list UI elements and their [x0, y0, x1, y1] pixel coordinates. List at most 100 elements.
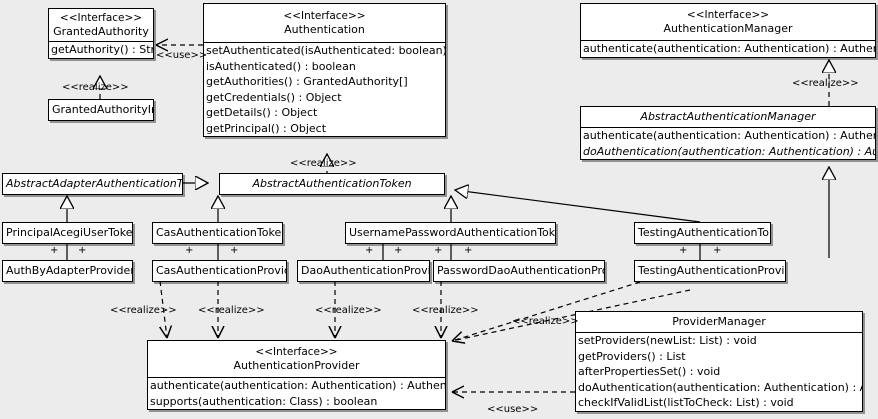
multiplicity-plus: + — [78, 245, 87, 256]
class-header: TestingAuthenticationToken — [635, 223, 770, 243]
class-name-label: Authentication — [284, 23, 365, 36]
edge-label-realize-granted-authority-impl: <<realize>> — [62, 82, 129, 93]
edge-label-realize-provider-manager: <<realize>> — [512, 316, 579, 327]
operation-row: authenticate(authentication: Authenticat… — [583, 42, 875, 55]
class-header: CasAuthenticationProvider — [153, 261, 286, 281]
class-granted-authority[interactable]: <<Interface>> GrantedAuthority getAuthor… — [48, 8, 154, 59]
compartment-divider — [576, 332, 862, 333]
class-provider-manager[interactable]: ProviderManager setProviders(newList: Li… — [575, 311, 863, 412]
multiplicity-plus: + — [365, 245, 374, 256]
class-abstract-adapter-authentication-token[interactable]: AbstractAdapterAuthenticationToken — [2, 173, 183, 195]
class-name-label: DaoAuthenticationProvider — [301, 264, 429, 277]
operation-row: authenticate(authentication: Authenticat… — [150, 379, 445, 392]
class-cas-authentication-token[interactable]: CasAuthenticationToken — [152, 222, 283, 244]
compartment-divider — [581, 127, 875, 128]
operation-row: authenticate(authentication: Authenticat… — [583, 129, 875, 142]
compartment-divider — [204, 42, 445, 43]
multiplicity-plus: + — [464, 245, 473, 256]
operation-row: setAuthenticated(isAuthenticated: boolea… — [206, 44, 445, 57]
operation-row: setProviders(newList: List) : void — [578, 334, 757, 347]
class-header: AbstractAuthenticationManager — [581, 107, 875, 127]
class-name-label: AbstractAuthenticationManager — [640, 110, 816, 123]
stereotype-label: <<Interface>> — [59, 12, 143, 24]
multiplicity-plus: + — [185, 245, 194, 256]
class-cas-authentication-provider[interactable]: CasAuthenticationProvider — [152, 260, 287, 282]
operations-compartment: getAuthority() : String — [49, 42, 153, 58]
class-name-label: AbstractAdapterAuthenticationToken — [6, 177, 183, 190]
operation-row: getAuthorities() : GrantedAuthority[] — [206, 75, 408, 88]
class-name-label: CasAuthenticationToken — [156, 226, 283, 239]
class-name-label: ProviderManager — [672, 315, 766, 328]
multiplicity-plus: + — [713, 245, 722, 256]
edge-label-realize-dao-provider: <<realize>> — [315, 305, 382, 316]
compartment-divider — [49, 41, 153, 42]
class-header: CasAuthenticationToken — [153, 223, 282, 243]
stereotype-label: <<Interface>> — [255, 346, 338, 358]
compartment-divider — [148, 377, 445, 378]
class-granted-authority-impl[interactable]: GrantedAuthorityImpl — [48, 99, 154, 121]
class-header: <<Interface>> AuthenticationProvider — [148, 341, 445, 377]
operations-compartment: setAuthenticated(isAuthenticated: boolea… — [204, 43, 445, 136]
operation-row: getDetails() : Object — [206, 106, 318, 119]
class-header: PasswordDaoAuthenticationProvider — [434, 261, 604, 281]
class-header: UsernamePasswordAuthenticationToken — [346, 223, 555, 243]
class-name-label: CasAuthenticationProvider — [156, 264, 286, 277]
compartment-divider — [581, 40, 875, 41]
class-principal-acegi-user-token[interactable]: PrincipalAcegiUserToken — [2, 222, 133, 244]
operation-row: getPrincipal() : Object — [206, 121, 327, 135]
stereotype-label: <<Interface>> — [283, 10, 366, 22]
edge-label-realize-cas-provider: <<realize>> — [198, 305, 265, 316]
class-name-label: PasswordDaoAuthenticationProvider — [437, 264, 604, 277]
edge-label-realize-abstract-authentication-token: <<realize>> — [290, 158, 357, 169]
edge-label-realize-auth-by-adapter: <<realize>> — [110, 305, 177, 316]
edge-label-realize-authentication-manager: <<realize>> — [792, 78, 859, 89]
class-name-label: PrincipalAcegiUserToken — [6, 226, 133, 239]
operations-compartment: authenticate(authentication: Authenticat… — [148, 378, 445, 409]
class-header: AbstractAdapterAuthenticationToken — [3, 174, 182, 194]
operations-compartment: authenticate(authentication: Authenticat… — [581, 128, 875, 159]
operation-row: supports(authentication: Class) : boolea… — [150, 394, 378, 408]
class-header: <<Interface>> AuthenticationManager — [581, 4, 875, 40]
class-abstract-authentication-manager[interactable]: AbstractAuthenticationManager authentica… — [580, 106, 876, 160]
class-abstract-authentication-token[interactable]: AbstractAuthenticationToken — [219, 173, 445, 195]
class-name-label: GrantedAuthorityImpl — [52, 103, 153, 116]
operations-compartment: setProviders(newList: List) : void getPr… — [576, 333, 862, 411]
operation-row: isAuthenticated() : boolean — [206, 59, 356, 73]
class-username-password-authentication-token[interactable]: UsernamePasswordAuthenticationToken — [345, 222, 556, 244]
class-name-label: GrantedAuthority — [53, 25, 149, 38]
class-name-label: AuthByAdapterProvider — [6, 264, 133, 277]
class-header: GrantedAuthorityImpl — [49, 100, 153, 120]
class-authentication-manager[interactable]: <<Interface>> AuthenticationManager auth… — [580, 3, 876, 58]
operation-row: afterPropertiesSet() : void — [578, 365, 721, 378]
class-header: AbstractAuthenticationToken — [220, 174, 444, 194]
class-name-label: AuthenticationProvider — [233, 359, 360, 372]
class-authentication-provider[interactable]: <<Interface>> AuthenticationProvider aut… — [147, 340, 446, 410]
operation-row: getCredentials() : Object — [206, 90, 342, 104]
operation-row: getAuthority() : String — [51, 43, 153, 56]
operation-row: doAuthentication(authentication: Authent… — [583, 144, 875, 158]
class-name-label: TestingAuthenticationToken — [638, 226, 770, 239]
class-header: <<Interface>> Authentication — [204, 4, 445, 42]
class-header: TestingAuthenticationProvider — [635, 261, 785, 281]
multiplicity-plus: + — [394, 245, 403, 256]
class-password-dao-authentication-provider[interactable]: PasswordDaoAuthenticationProvider — [433, 260, 605, 282]
class-header: PrincipalAcegiUserToken — [3, 223, 132, 243]
class-name-label: AbstractAuthenticationToken — [252, 177, 412, 190]
edge-label-realize-password-dao-provider: <<realize>> — [412, 305, 479, 316]
operation-row: getProviders() : List — [578, 349, 686, 363]
multiplicity-plus: + — [434, 245, 443, 256]
class-header: ProviderManager — [576, 312, 862, 332]
stereotype-label: <<Interface>> — [686, 9, 770, 21]
multiplicity-plus: + — [679, 245, 688, 256]
class-header: <<Interface>> GrantedAuthority — [49, 9, 153, 41]
class-testing-authentication-token[interactable]: TestingAuthenticationToken — [634, 222, 771, 244]
class-dao-authentication-provider[interactable]: DaoAuthenticationProvider — [297, 260, 430, 282]
class-auth-by-adapter-provider[interactable]: AuthByAdapterProvider — [2, 260, 133, 282]
class-authentication[interactable]: <<Interface>> Authentication setAuthenti… — [203, 3, 446, 137]
class-name-label: UsernamePasswordAuthenticationToken — [349, 226, 556, 239]
edge-label-use-authentication-granted: <<use>> — [156, 50, 208, 61]
operation-row: doAuthentication(authentication: Authent… — [578, 380, 862, 394]
class-header: AuthByAdapterProvider — [3, 261, 132, 281]
class-testing-authentication-provider[interactable]: TestingAuthenticationProvider — [634, 260, 786, 282]
